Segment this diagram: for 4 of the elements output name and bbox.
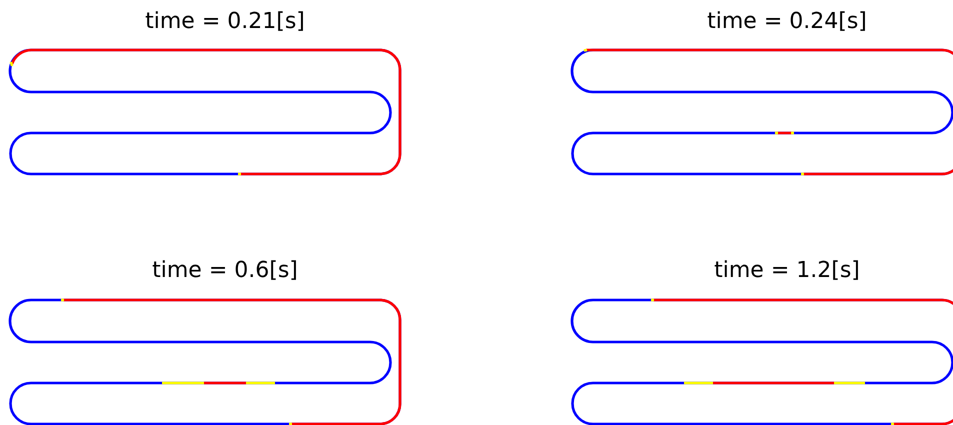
panel-title: time = 0.21[s] bbox=[145, 9, 305, 35]
panel-title: time = 0.24[s] bbox=[707, 9, 867, 35]
panel-title: time = 0.6[s] bbox=[152, 258, 298, 284]
panel-title: time = 1.2[s] bbox=[714, 258, 860, 284]
